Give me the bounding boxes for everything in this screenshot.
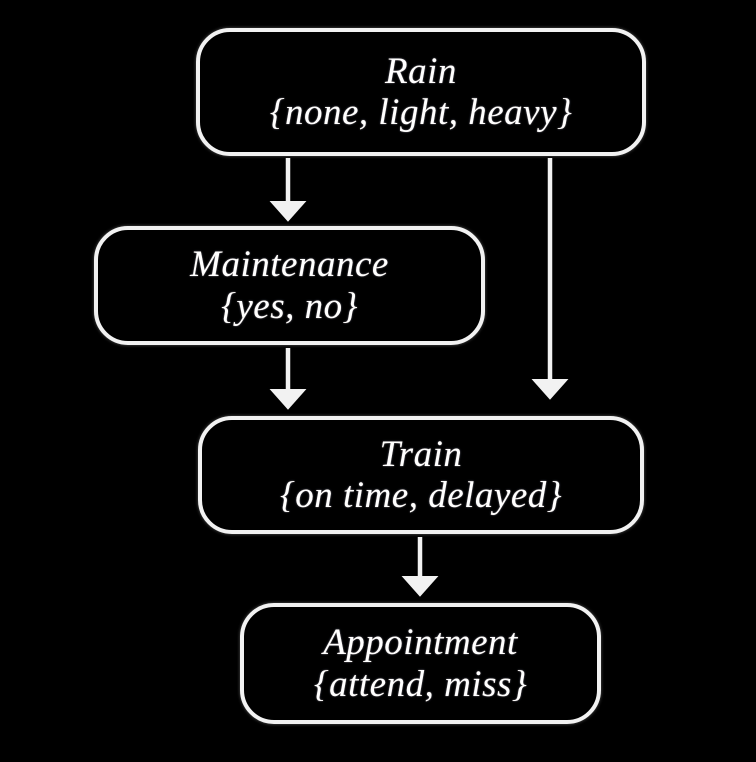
node-rain-states: {none, light, heavy} bbox=[269, 92, 573, 133]
node-rain[interactable]: Rain {none, light, heavy} bbox=[196, 28, 646, 156]
node-maintenance-states: {yes, no} bbox=[221, 285, 358, 327]
node-train-states: {on time, delayed} bbox=[279, 475, 563, 516]
node-appointment-states: {attend, miss} bbox=[313, 663, 528, 705]
node-rain-name: Rain bbox=[385, 50, 457, 92]
node-maintenance-name: Maintenance bbox=[190, 244, 389, 286]
node-appointment[interactable]: Appointment {attend, miss} bbox=[240, 603, 601, 724]
node-maintenance[interactable]: Maintenance {yes, no} bbox=[94, 226, 485, 345]
node-appointment-name: Appointment bbox=[323, 622, 518, 664]
node-train[interactable]: Train {on time, delayed} bbox=[198, 416, 644, 534]
node-train-name: Train bbox=[379, 433, 463, 475]
